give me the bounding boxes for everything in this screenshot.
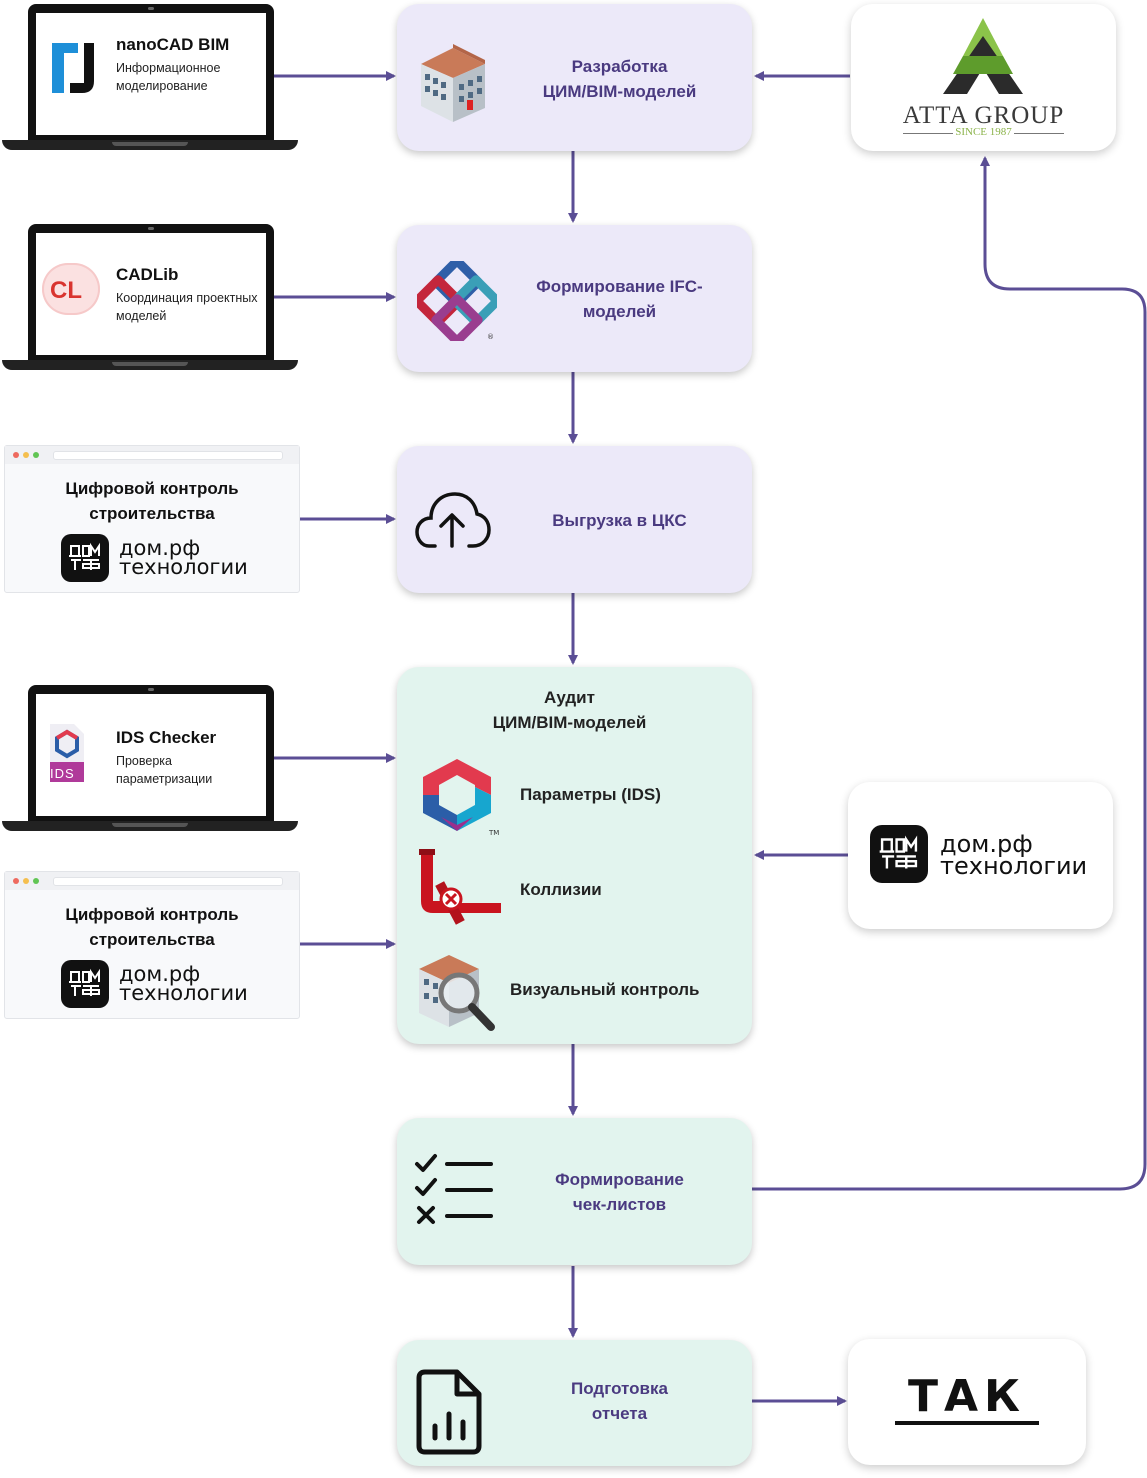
checklist-icon (415, 1154, 493, 1224)
step-bim-development-label: Разработка ЦИМ/BIM-моделей (542, 57, 697, 101)
report-document-icon (416, 1369, 482, 1455)
ids-checker-subtitle: Проверка параметризации (116, 754, 213, 786)
cks-2-title: Цифровой контроль строительства (65, 905, 239, 949)
dom-rf-logo-icon (870, 825, 928, 883)
audit-item-visual: Визуальный контроль (510, 980, 700, 999)
atta-name: ATTA GROUP (902, 102, 1065, 129)
partner-dom-name: дом.рф (940, 830, 1033, 858)
ifc-logo-icon: ® (417, 261, 497, 341)
svg-text:TM: TM (488, 829, 499, 837)
atta-line-left (903, 133, 953, 134)
atta-line-right (1014, 133, 1064, 134)
laptop-cadlib: CL CADLib Координация проектных моделей (2, 224, 298, 376)
step-bim-development: Разработка ЦИМ/BIM-моделей (397, 4, 752, 151)
browser-cks-2: Цифровой контроль строительства дом.рф т… (4, 871, 300, 1019)
ids-checker-title: IDS Checker (116, 728, 217, 747)
atta-triangle-logo-icon (943, 18, 1023, 94)
cadlib-logo-text: CL (50, 277, 82, 304)
dom-rf-logo-icon (61, 960, 109, 1008)
collision-pipes-icon (419, 849, 501, 925)
nanocad-logo-icon (52, 43, 94, 93)
cadlib-title: CADLib (116, 265, 179, 284)
step-upload-cks: Выгрузка в ЦКС (397, 446, 752, 593)
visual-inspection-icon (419, 955, 495, 1031)
atta-since: SINCE 1987 (955, 126, 1012, 138)
step-report: Подготовка отчета (397, 1340, 752, 1466)
step-audit: Аудит ЦИМ/BIM-моделей TM Параметры (IDS)… (397, 667, 752, 1044)
cks-2-dom-tech: технологии (119, 981, 248, 1005)
step-checklists: Формирование чек-листов (397, 1118, 752, 1265)
laptop-nanocad: nanoCAD BIM Информационное моделирование (2, 4, 298, 156)
step-upload-cks-label: Выгрузка в ЦКС (552, 511, 687, 530)
ids-checker-logo-icon (50, 724, 84, 782)
audit-title: Аудит ЦИМ/BIM-моделей (492, 688, 647, 732)
cloud-upload-icon (415, 492, 491, 548)
partner-tak: ТАК (848, 1339, 1086, 1465)
cks-1-dom-name: дом.рф (119, 536, 201, 560)
step-checklists-label: Формирование чек-листов (555, 1170, 684, 1214)
ids-checker-logo-text: IDS (50, 766, 75, 781)
ids-hexagon-icon: TM (423, 759, 499, 837)
cks-1-dom-tech: технологии (119, 555, 248, 579)
nanocad-title: nanoCAD BIM (116, 35, 230, 54)
audit-item-ids: Параметры (IDS) (520, 785, 661, 804)
cks-1-title: Цифровой контроль строительства (65, 479, 239, 523)
cadlib-logo-icon (42, 263, 100, 315)
laptop-ids-checker: IDS IDS Checker Проверка параметризации (2, 685, 298, 837)
step-report-label: Подготовка отчета (571, 1379, 668, 1423)
nanocad-subtitle: Информационное моделирование (116, 61, 221, 93)
partner-dom-rf-tech: дом.рф технологии (848, 782, 1113, 929)
tak-logo-text: ТАК (907, 1371, 1027, 1422)
dom-rf-logo-icon (61, 534, 109, 582)
step-ifc-models: ® Формирование IFC- моделей (397, 225, 752, 372)
audit-item-collisions: Коллизии (520, 880, 602, 899)
building-icon (421, 44, 485, 122)
svg-text:®: ® (487, 333, 494, 341)
partner-dom-tech: технологии (940, 852, 1088, 880)
browser-cks-1: Цифровой контроль строительства дом.рф т… (4, 445, 300, 593)
cadlib-subtitle: Координация проектных моделей (116, 291, 258, 323)
cks-2-dom-name: дом.рф (119, 962, 201, 986)
arrow-checklist-to-atta (752, 156, 1147, 1191)
step-ifc-models-label: Формирование IFC- моделей (536, 277, 703, 321)
tak-underline (895, 1421, 1039, 1425)
partner-atta-group: ATTA GROUP SINCE 1987 (851, 4, 1116, 151)
